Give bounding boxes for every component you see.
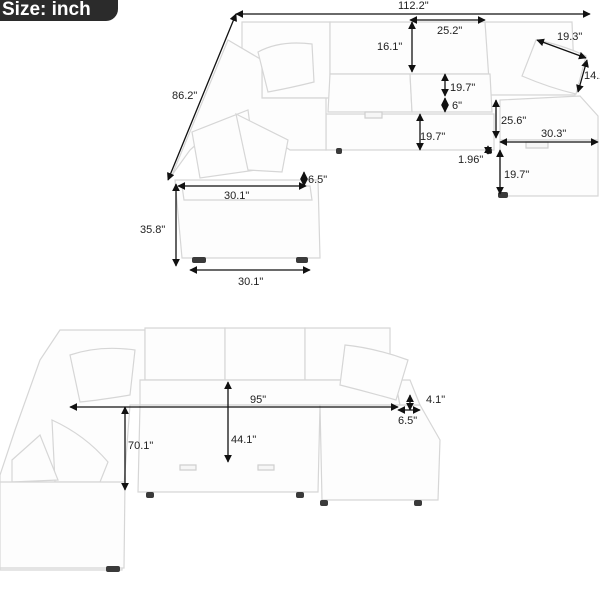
label-cushion-thickness: 6"	[452, 100, 462, 112]
label-inner-width: 95"	[250, 394, 266, 406]
label-base-width: 30.1"	[238, 276, 263, 288]
label-width-total: 112.2"	[398, 0, 429, 12]
label-leg-height: 1.96"	[458, 154, 483, 166]
label-arm-top: 4.1"	[426, 394, 445, 406]
size-unit-badge: Size: inch	[0, 0, 118, 21]
label-total-height: 35.8"	[140, 224, 165, 236]
label-seat-width: 25.2"	[437, 25, 462, 37]
label-chaise-depth: 19.3"	[557, 31, 582, 43]
label-arm-side: 6.5"	[398, 415, 417, 427]
label-arm-width: 30.1"	[224, 190, 249, 202]
label-ottoman-seat: 19.7"	[504, 169, 529, 181]
label-back-height: 16.1"	[377, 41, 402, 53]
label-seat-cushion: 19.7"	[450, 82, 475, 94]
bottom-sofa-illustration	[0, 327, 441, 572]
top-dimension-lines	[167, 10, 599, 274]
label-depth-total: 86.2"	[172, 90, 197, 102]
label-seat-height: 19.7"	[420, 131, 445, 143]
label-arm-thickness: 6.5"	[308, 174, 327, 186]
label-side-depth: 70.1"	[128, 440, 153, 452]
bottom-dimension-lines	[69, 381, 421, 491]
label-center-depth: 44.1"	[231, 434, 256, 446]
label-ottoman-height: 25.6"	[501, 115, 526, 127]
bottom-dimension-labels: 95" 4.1" 6.5" 70.1" 44.1"	[128, 394, 445, 452]
label-chaise-back: 14.2"	[584, 70, 600, 82]
top-dimension-labels: 112.2" 86.2" 16.1" 25.2" 19.3" 14.2" 19.…	[140, 0, 600, 288]
label-ottoman-width: 30.3"	[541, 128, 566, 140]
